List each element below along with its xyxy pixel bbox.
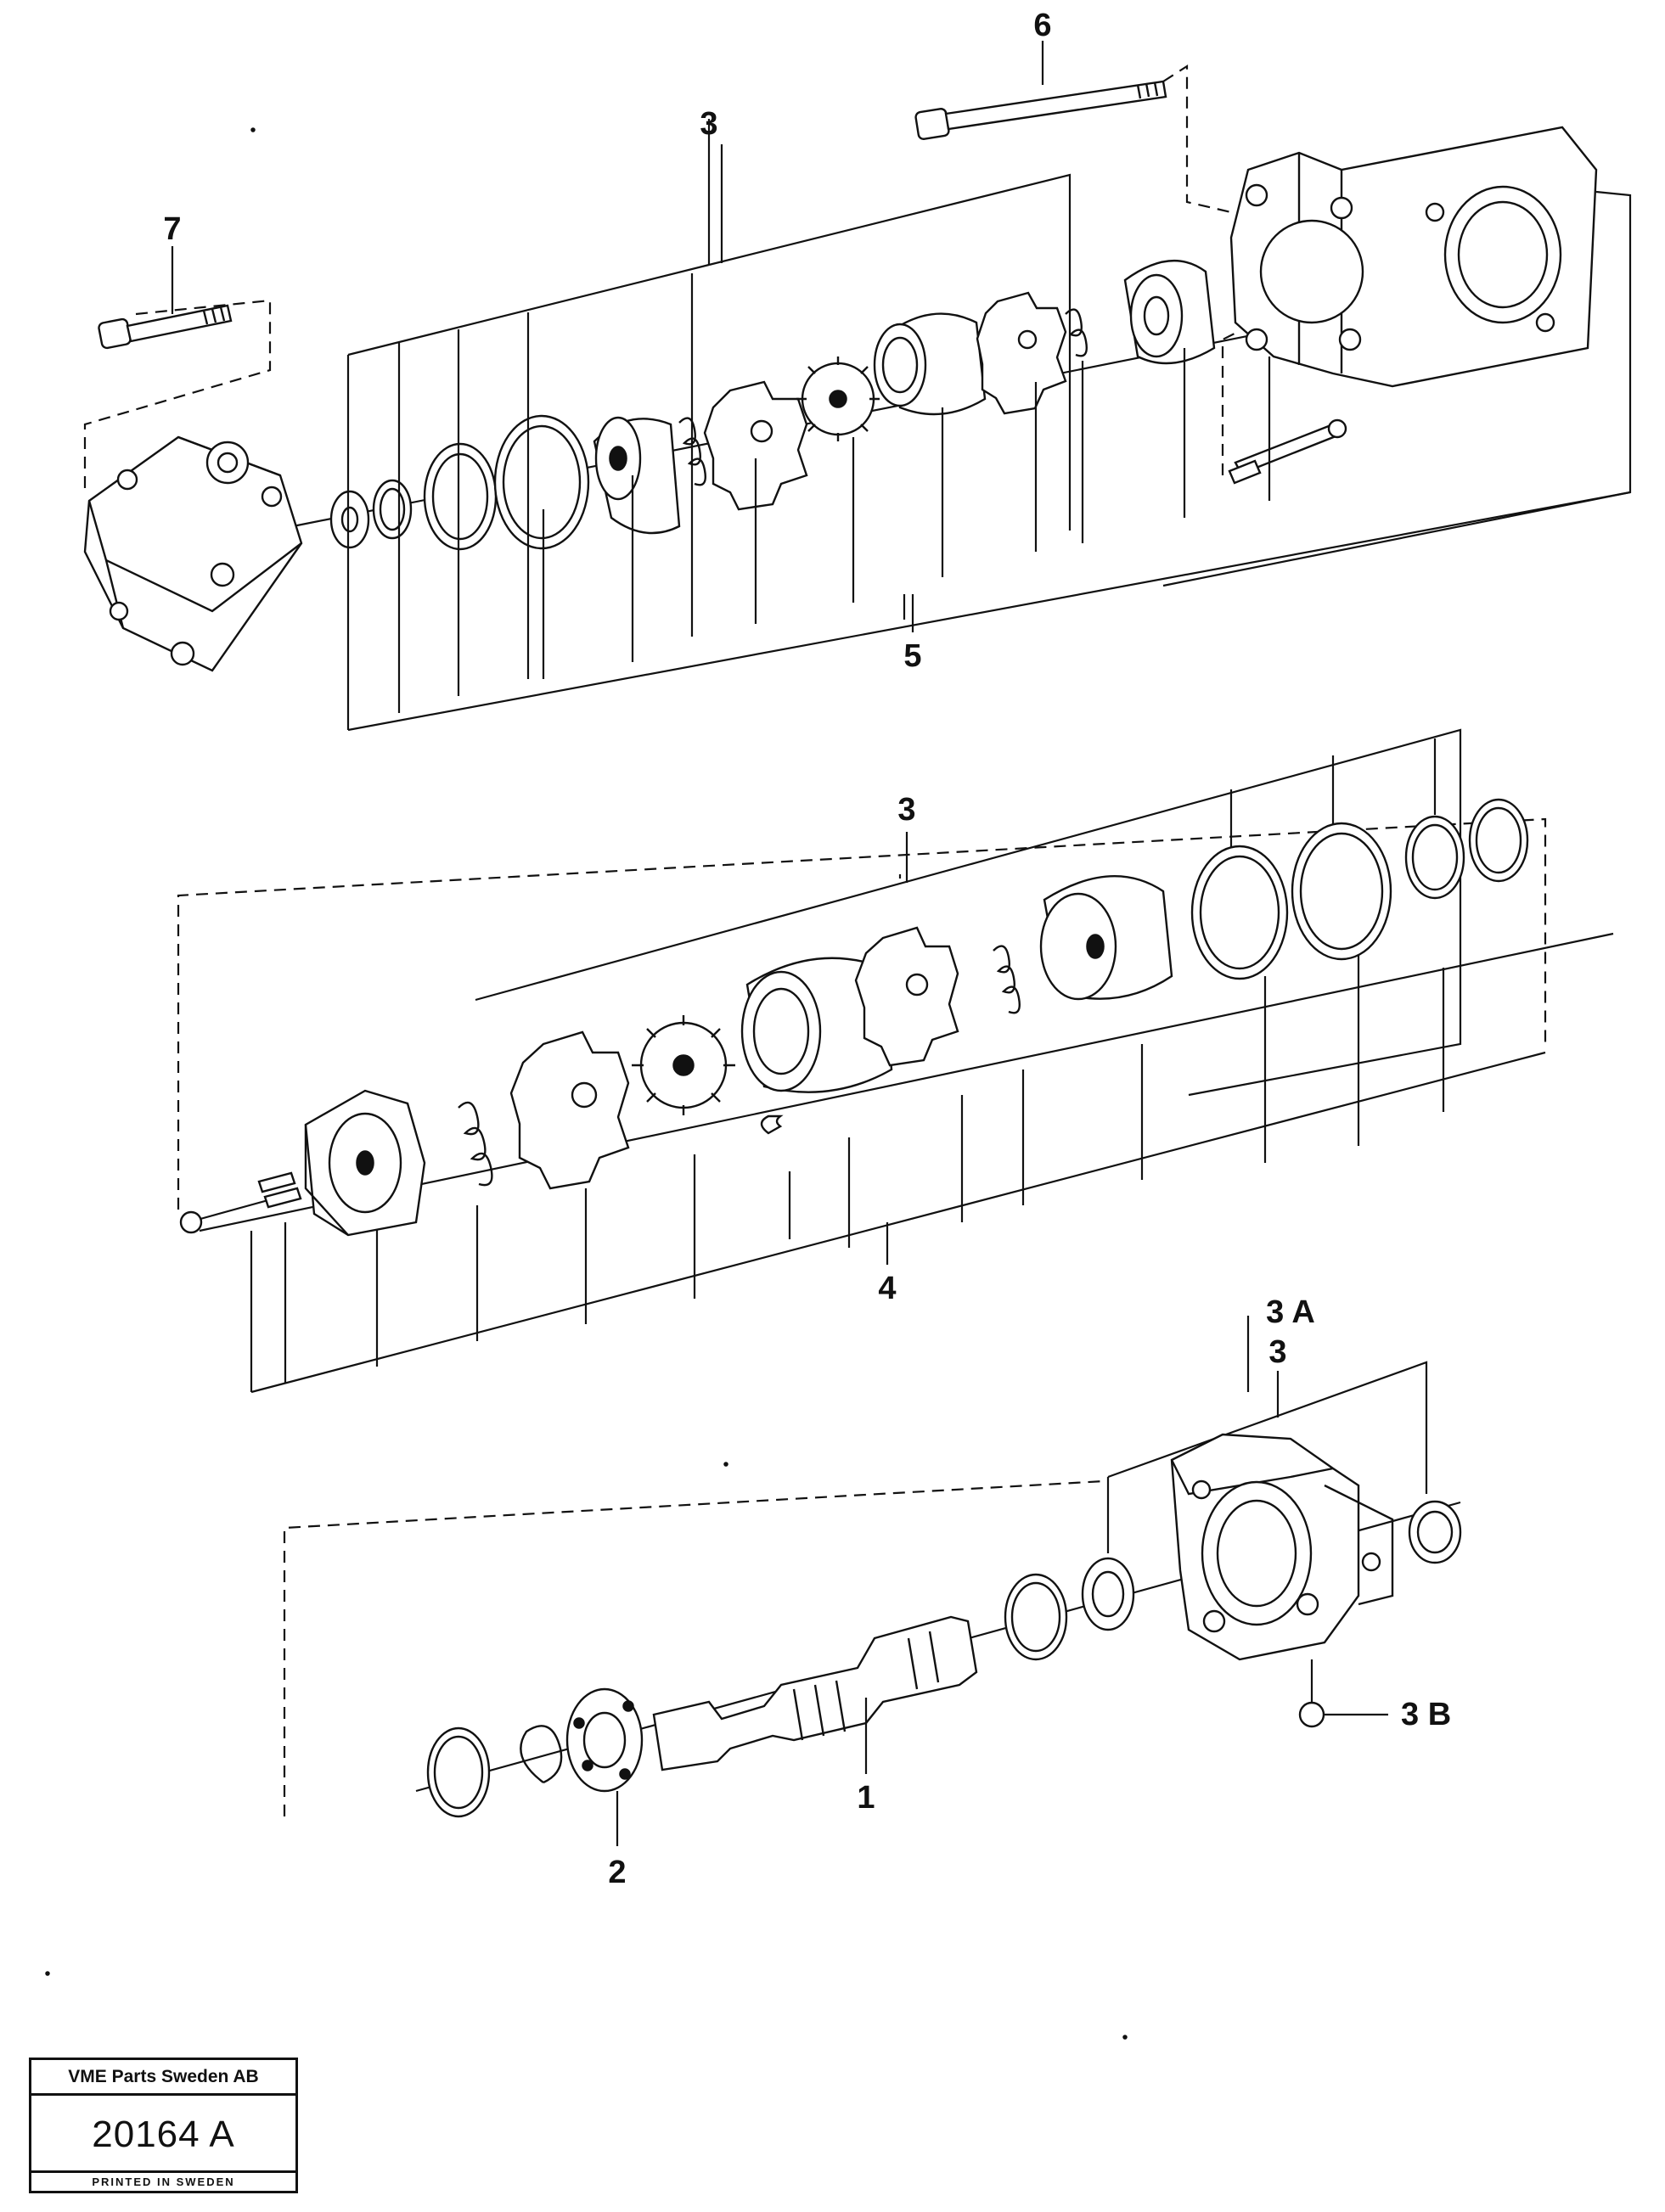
callout-4: 4 bbox=[878, 1271, 896, 1306]
upper-part-stack bbox=[329, 259, 1216, 551]
callout-2: 2 bbox=[608, 1855, 626, 1890]
callout-3-middle: 3 bbox=[897, 792, 915, 828]
callout-3b: 3 B bbox=[1401, 1697, 1451, 1732]
lower-assembly bbox=[283, 1316, 1462, 1846]
callout-labels: 3 6 7 5 3 4 3 A 3 3 B 1 2 bbox=[163, 8, 1451, 1890]
callout-5: 5 bbox=[903, 638, 921, 674]
callout-6: 6 bbox=[1033, 8, 1051, 43]
callout-1: 1 bbox=[857, 1780, 875, 1816]
callout-3-top: 3 bbox=[700, 106, 717, 142]
upper-assembly bbox=[83, 64, 1632, 732]
callout-3-lower: 3 bbox=[1268, 1334, 1286, 1370]
left-end-cover bbox=[83, 435, 303, 672]
callout-3a: 3 A bbox=[1266, 1294, 1315, 1330]
front-cover-housing bbox=[1170, 1433, 1394, 1661]
drawing-number: 20164 A bbox=[92, 2114, 235, 2155]
printed-in-label: PRINTED IN SWEDEN bbox=[31, 2170, 295, 2191]
title-block: VME Parts Sweden AB 20164 A PRINTED IN S… bbox=[29, 2058, 298, 2193]
callout-7: 7 bbox=[163, 211, 181, 247]
bolt-6 bbox=[914, 80, 1167, 140]
main-pump-housing bbox=[1229, 126, 1598, 388]
bolt-7 bbox=[98, 304, 233, 350]
company-name: VME Parts Sweden AB bbox=[31, 2060, 295, 2096]
middle-assembly bbox=[177, 728, 1614, 1394]
